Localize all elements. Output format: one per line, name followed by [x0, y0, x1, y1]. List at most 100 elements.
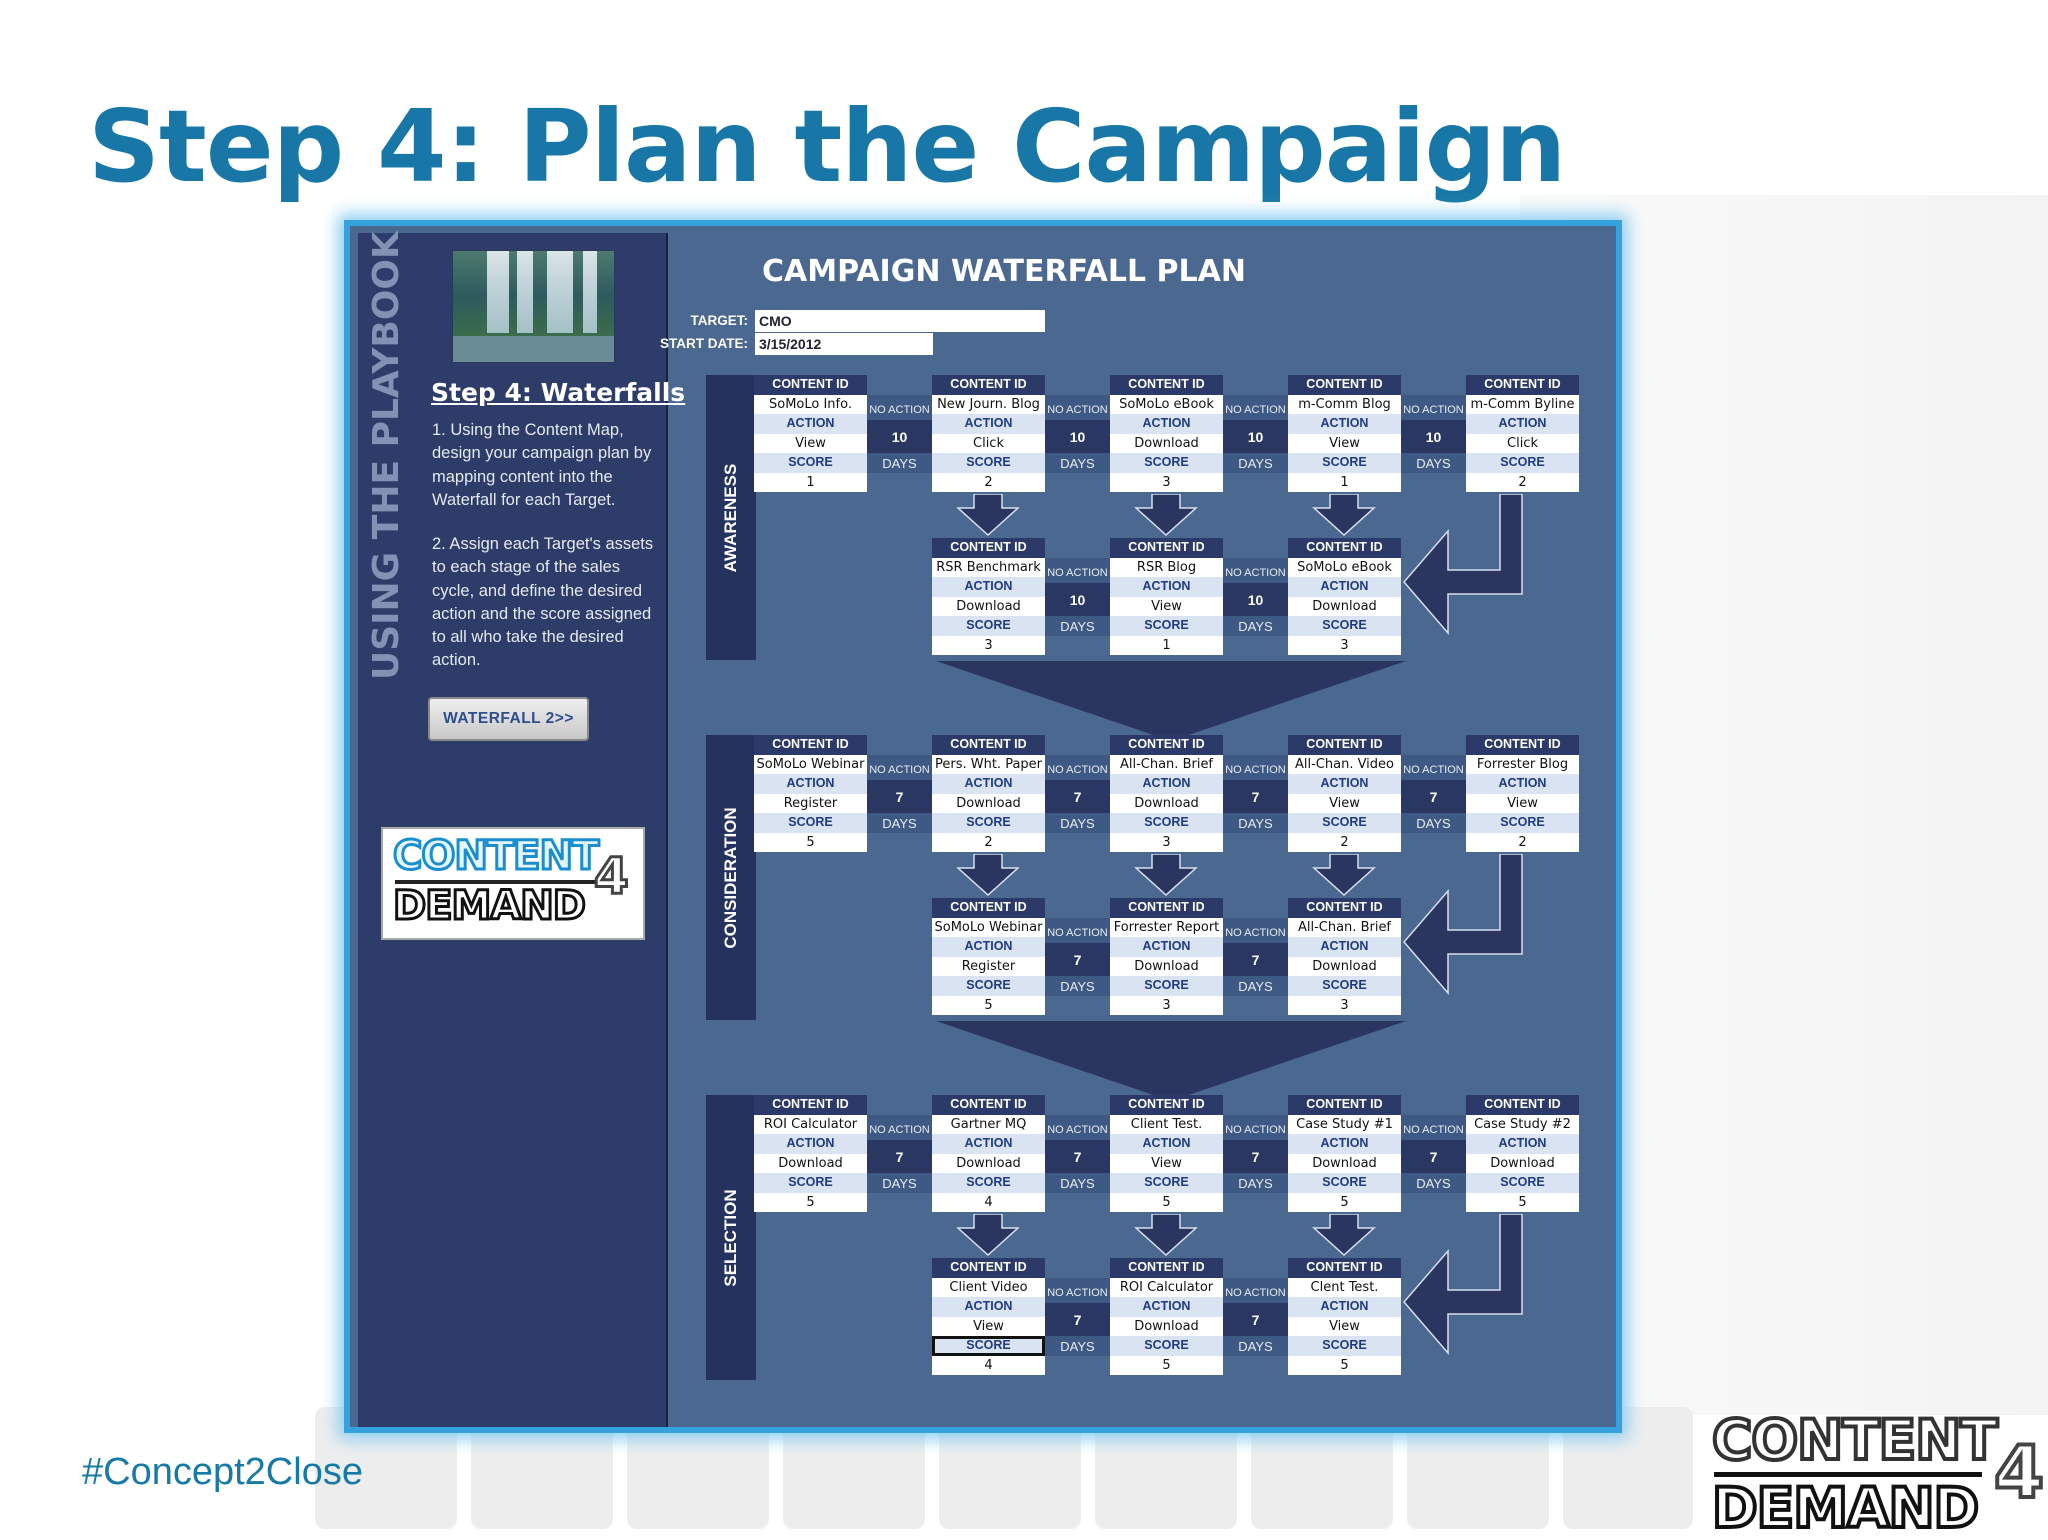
- action-cell[interactable]: Download: [1110, 1316, 1223, 1336]
- wait-days-value[interactable]: 7: [1073, 789, 1082, 805]
- content-id-header: CONTENT ID: [932, 375, 1045, 395]
- wait-days-value[interactable]: 7: [1073, 1312, 1082, 1328]
- score-cell[interactable]: 1: [1110, 635, 1223, 655]
- content-name-cell[interactable]: m-Comm Byline: [1466, 394, 1579, 414]
- score-cell[interactable]: 2: [1288, 832, 1401, 852]
- wait-days-value[interactable]: 7: [1251, 952, 1260, 968]
- content-name-cell[interactable]: Case Study #2: [1466, 1114, 1579, 1134]
- action-cell[interactable]: Download: [1466, 1153, 1579, 1173]
- action-cell[interactable]: View: [1110, 1153, 1223, 1173]
- action-cell[interactable]: Download: [1110, 956, 1223, 976]
- score-cell[interactable]: 3: [1110, 832, 1223, 852]
- content-name-cell[interactable]: SoMoLo eBook: [1110, 394, 1223, 414]
- action-cell[interactable]: Download: [1288, 596, 1401, 616]
- score-cell[interactable]: 3: [932, 635, 1045, 655]
- action-cell[interactable]: View: [754, 433, 867, 453]
- action-cell[interactable]: Download: [1288, 1153, 1401, 1173]
- content-name-cell[interactable]: SoMoLo Webinar: [754, 754, 867, 774]
- wait-days-value[interactable]: 7: [895, 789, 904, 805]
- wait-days-value[interactable]: 10: [1425, 429, 1442, 445]
- content-name-cell[interactable]: All-Chan. Brief: [1288, 917, 1401, 937]
- days-label: DAYS: [1060, 979, 1095, 994]
- score-cell[interactable]: 1: [1288, 472, 1401, 492]
- content-name-cell[interactable]: Case Study #1: [1288, 1114, 1401, 1134]
- action-cell[interactable]: Click: [932, 433, 1045, 453]
- content-name-cell[interactable]: ROI Calculator: [1110, 1277, 1223, 1297]
- action-cell[interactable]: Click: [1466, 433, 1579, 453]
- action-cell[interactable]: Register: [754, 793, 867, 813]
- score-cell[interactable]: 3: [1288, 635, 1401, 655]
- content-name-cell[interactable]: Client Video: [932, 1277, 1045, 1297]
- wait-bar: [1223, 583, 1288, 616]
- content-name-cell[interactable]: Forrester Report: [1110, 917, 1223, 937]
- score-cell[interactable]: 3: [1110, 472, 1223, 492]
- action-cell[interactable]: Download: [932, 1153, 1045, 1173]
- action-cell[interactable]: View: [932, 1316, 1045, 1336]
- action-header: ACTION: [1288, 937, 1401, 957]
- score-cell[interactable]: 5: [754, 832, 867, 852]
- content-name-cell[interactable]: Forrester Blog: [1466, 754, 1579, 774]
- target-field[interactable]: CMO: [755, 310, 1045, 332]
- wait-days-value[interactable]: 10: [1247, 592, 1264, 608]
- score-cell[interactable]: 5: [1288, 1192, 1401, 1212]
- wait-days-value[interactable]: 7: [1429, 789, 1438, 805]
- score-cell[interactable]: 3: [1288, 995, 1401, 1015]
- content-name-cell[interactable]: All-Chan. Brief: [1110, 754, 1223, 774]
- score-cell[interactable]: 5: [1466, 1192, 1579, 1212]
- wait-days-value[interactable]: 7: [1251, 789, 1260, 805]
- score-cell[interactable]: 4: [932, 1355, 1045, 1375]
- content-name-cell[interactable]: SoMoLo Webinar: [932, 917, 1045, 937]
- wait-days-value[interactable]: 7: [1429, 1149, 1438, 1165]
- start-date-field[interactable]: 3/15/2012: [755, 333, 933, 355]
- action-cell[interactable]: View: [1110, 596, 1223, 616]
- wait-days-value[interactable]: 10: [1069, 429, 1086, 445]
- score-cell[interactable]: 4: [932, 1192, 1045, 1212]
- content-name-cell[interactable]: RSR Benchmark: [932, 557, 1045, 577]
- score-cell[interactable]: 5: [754, 1192, 867, 1212]
- score-cell[interactable]: 2: [1466, 472, 1579, 492]
- content-name-cell[interactable]: New Journ. Blog: [932, 394, 1045, 414]
- content-name-cell[interactable]: Clent Test.: [1288, 1277, 1401, 1297]
- waterfall-next-button[interactable]: WATERFALL 2>>: [428, 697, 589, 741]
- action-cell[interactable]: Download: [1288, 956, 1401, 976]
- score-cell[interactable]: 3: [1110, 995, 1223, 1015]
- content-name-cell[interactable]: ROI Calculator: [754, 1114, 867, 1134]
- action-cell[interactable]: Download: [932, 596, 1045, 616]
- wait-days-value[interactable]: 7: [895, 1149, 904, 1165]
- wait-days-value[interactable]: 7: [1073, 952, 1082, 968]
- content-name-cell[interactable]: Gartner MQ: [932, 1114, 1045, 1134]
- action-cell[interactable]: Register: [932, 956, 1045, 976]
- action-cell[interactable]: Download: [1110, 433, 1223, 453]
- content-name-cell[interactable]: SoMoLo eBook: [1288, 557, 1401, 577]
- action-cell[interactable]: View: [1288, 793, 1401, 813]
- wait-days-value[interactable]: 10: [1069, 592, 1086, 608]
- content-name-cell[interactable]: Client Test.: [1110, 1114, 1223, 1134]
- wait-days-value[interactable]: 7: [1073, 1149, 1082, 1165]
- waterfall-pool: [453, 336, 614, 362]
- score-cell[interactable]: 1: [754, 472, 867, 492]
- score-cell[interactable]: 2: [932, 832, 1045, 852]
- score-cell[interactable]: 5: [1110, 1192, 1223, 1212]
- wait-days-value[interactable]: 7: [1251, 1312, 1260, 1328]
- action-cell[interactable]: View: [1288, 1316, 1401, 1336]
- score-cell[interactable]: 5: [1110, 1355, 1223, 1375]
- action-cell[interactable]: Download: [754, 1153, 867, 1173]
- action-cell[interactable]: Download: [1110, 793, 1223, 813]
- content-name-cell[interactable]: Pers. Wht. Paper: [932, 754, 1045, 774]
- score-cell[interactable]: 2: [1466, 832, 1579, 852]
- score-cell[interactable]: 2: [932, 472, 1045, 492]
- action-cell[interactable]: Download: [932, 793, 1045, 813]
- wait-days-value[interactable]: 10: [1247, 429, 1264, 445]
- sidebar-vertical-title: USING THE PLAYBOOK: [366, 231, 407, 680]
- wait-days-value[interactable]: 7: [1251, 1149, 1260, 1165]
- action-cell[interactable]: View: [1288, 433, 1401, 453]
- score-cell[interactable]: 5: [1288, 1355, 1401, 1375]
- score-cell[interactable]: 5: [932, 995, 1045, 1015]
- action-cell[interactable]: View: [1466, 793, 1579, 813]
- content-name-cell[interactable]: SoMoLo Info.: [754, 394, 867, 414]
- content-name-cell[interactable]: All-Chan. Video: [1288, 754, 1401, 774]
- content-name-cell[interactable]: m-Comm Blog: [1288, 394, 1401, 414]
- content-name-cell[interactable]: RSR Blog: [1110, 557, 1223, 577]
- wait-days-value[interactable]: 10: [891, 429, 908, 445]
